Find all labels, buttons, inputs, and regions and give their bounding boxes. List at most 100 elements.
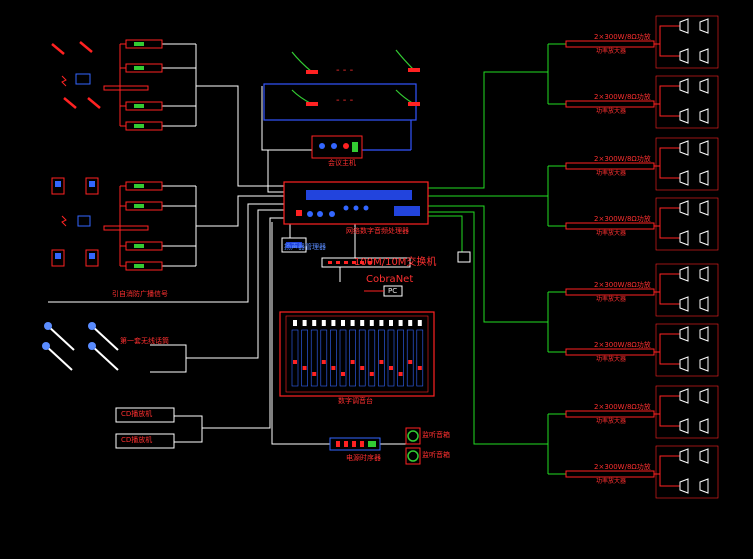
speaker-icon	[679, 108, 689, 124]
amp-model-label: 2×300W/8Ω功放	[594, 281, 651, 289]
fire-broadcast-label: 引自消防广播信号	[112, 290, 168, 298]
amp-sub-label: 功率放大器	[596, 108, 627, 115]
mixer-fader	[389, 366, 393, 370]
mixer-fader	[302, 366, 307, 370]
speaker-icon	[699, 200, 709, 216]
speaker-wire	[659, 352, 680, 365]
speaker-icon	[679, 140, 689, 156]
speaker-wire	[659, 414, 680, 427]
mixer-channel-strip	[416, 329, 424, 387]
speaker-wire	[654, 333, 680, 353]
speaker-icon	[679, 326, 689, 342]
speaker-mgmt-label: 扬声器管理器	[284, 243, 326, 251]
speaker-enclosure	[655, 15, 719, 69]
amp-block	[565, 75, 719, 129]
mixer-knob	[369, 320, 374, 326]
speaker-wire	[654, 25, 680, 45]
speaker-enclosure	[655, 385, 719, 439]
speaker-icon	[699, 388, 709, 404]
speaker-mgmt-box	[281, 237, 307, 253]
mixer-fader	[350, 360, 355, 364]
speaker-icon	[679, 448, 689, 464]
speaker-icon	[699, 18, 709, 34]
wireless-mic-label: 第一套无线话筒	[120, 337, 169, 345]
speaker-wire	[659, 474, 680, 487]
speaker-icon	[699, 356, 709, 372]
mixer-channel-strip	[397, 329, 404, 387]
dsp-label: 网络数字音频处理器	[346, 227, 409, 235]
mixer-fader	[398, 372, 403, 376]
mixer-channel-strip	[349, 329, 356, 387]
speaker-icon	[679, 478, 689, 494]
speaker-icon	[699, 296, 709, 312]
mixer-knob	[350, 320, 355, 326]
mixer-channel-strip	[358, 329, 366, 387]
cd-player-2-label: CD播放机	[121, 436, 153, 444]
mixer-channel-strip	[320, 329, 328, 387]
speaker-enclosure	[655, 75, 719, 129]
mixer-fader	[293, 360, 297, 364]
conference-host-label: 会议主机	[328, 159, 356, 167]
receiver-group-2	[103, 181, 163, 271]
speaker-icon	[679, 230, 689, 246]
speaker-wire	[654, 85, 680, 105]
speaker-icon	[679, 200, 689, 216]
amp-model-label: 2×300W/8Ω功放	[594, 33, 651, 41]
speaker-icon	[679, 266, 689, 282]
speaker-icon	[699, 418, 709, 434]
speaker-wire	[659, 44, 680, 57]
mixer-knob	[312, 320, 317, 326]
amp-sub-label: 功率放大器	[596, 418, 627, 425]
amp-model-label: 2×300W/8Ω功放	[594, 93, 651, 101]
amp-model-label: 2×300W/8Ω功放	[594, 215, 651, 223]
amplifier	[565, 40, 655, 48]
monitor-label-b: 监听音箱	[422, 451, 450, 459]
amplifier	[565, 470, 655, 478]
amp-block	[565, 137, 719, 191]
speaker-wire	[659, 226, 680, 239]
wireless-mic-set	[42, 322, 119, 371]
mixer-fader	[312, 372, 317, 376]
speaker-enclosure	[655, 137, 719, 191]
speaker-icon	[699, 448, 709, 464]
monitor-speakers	[405, 427, 421, 465]
monitor-label-a: 监听音箱	[422, 431, 450, 439]
amp-sub-label: 功率放大器	[596, 170, 627, 177]
handheld-mics-1	[51, 41, 101, 109]
amplifier	[565, 100, 655, 108]
speaker-wire	[654, 273, 680, 293]
mixer-fader	[331, 366, 336, 370]
white-wires	[48, 43, 410, 445]
conference-host-unit	[311, 135, 363, 159]
speaker-icon	[679, 48, 689, 64]
speaker-icon	[699, 140, 709, 156]
speaker-wire	[659, 104, 680, 117]
amp-block	[565, 323, 719, 377]
dsp-unit	[283, 181, 429, 225]
amplifier-layer	[565, 15, 719, 499]
pc-label: PC	[388, 287, 398, 295]
amp-sub-label: 功率放大器	[596, 230, 627, 237]
mic-ellipsis-bottom: - - -	[336, 95, 354, 106]
speaker-icon	[699, 48, 709, 64]
amp-sub-label: 功率放大器	[596, 296, 627, 303]
mixer-fader	[379, 360, 384, 364]
mixer-fader	[369, 372, 374, 376]
mixer-channel-strip	[339, 329, 347, 387]
mixer-channel-strip	[291, 329, 299, 387]
amplifier	[565, 222, 655, 230]
amplifier	[565, 162, 655, 170]
amp-block	[565, 385, 719, 439]
amp-block	[565, 445, 719, 499]
speaker-icon	[679, 388, 689, 404]
speaker-wire	[659, 166, 680, 179]
cobranet-label: CobraNet	[366, 274, 414, 285]
speaker-enclosure	[655, 323, 719, 377]
mixer-knob	[417, 320, 422, 326]
speaker-enclosure	[655, 445, 719, 499]
amp-block	[565, 197, 719, 251]
amp-sub-label: 功率放大器	[596, 48, 627, 55]
receiver-group-1	[103, 39, 163, 131]
